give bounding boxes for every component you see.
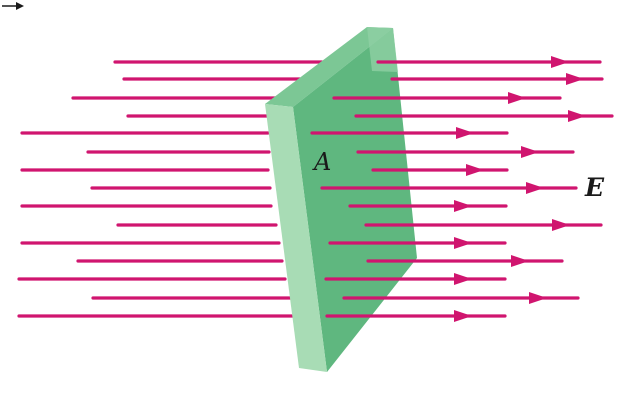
field-arrowhead-7 bbox=[466, 164, 484, 176]
field-arrowhead-13 bbox=[454, 273, 472, 285]
field-arrowhead-8 bbox=[526, 182, 544, 194]
field-arrowhead-10 bbox=[552, 219, 570, 231]
plate-top-face bbox=[265, 27, 393, 107]
field-arrowhead-2 bbox=[566, 73, 584, 85]
field-lines-through-plate bbox=[310, 56, 614, 322]
field-lines-behind-plate bbox=[17, 60, 324, 318]
field-arrowhead-5 bbox=[456, 127, 474, 139]
field-label: E bbox=[585, 173, 605, 202]
vector-arrow-icon bbox=[2, 2, 24, 10]
surface-label: A bbox=[314, 148, 332, 176]
field-arrowhead-4 bbox=[568, 110, 586, 122]
field-arrowhead-6 bbox=[521, 146, 539, 158]
plate-highlight bbox=[367, 27, 398, 72]
field-arrowhead-12 bbox=[511, 255, 529, 267]
field-arrowhead-3 bbox=[508, 92, 526, 104]
field-arrowhead-1 bbox=[551, 56, 569, 68]
plate-front-face bbox=[293, 28, 417, 372]
field-arrowhead-11 bbox=[454, 237, 472, 249]
field-arrowhead-14 bbox=[529, 292, 547, 304]
plate-side-edge bbox=[265, 104, 327, 372]
field-arrowhead-15 bbox=[454, 310, 472, 322]
field-arrowhead-9 bbox=[454, 200, 472, 212]
